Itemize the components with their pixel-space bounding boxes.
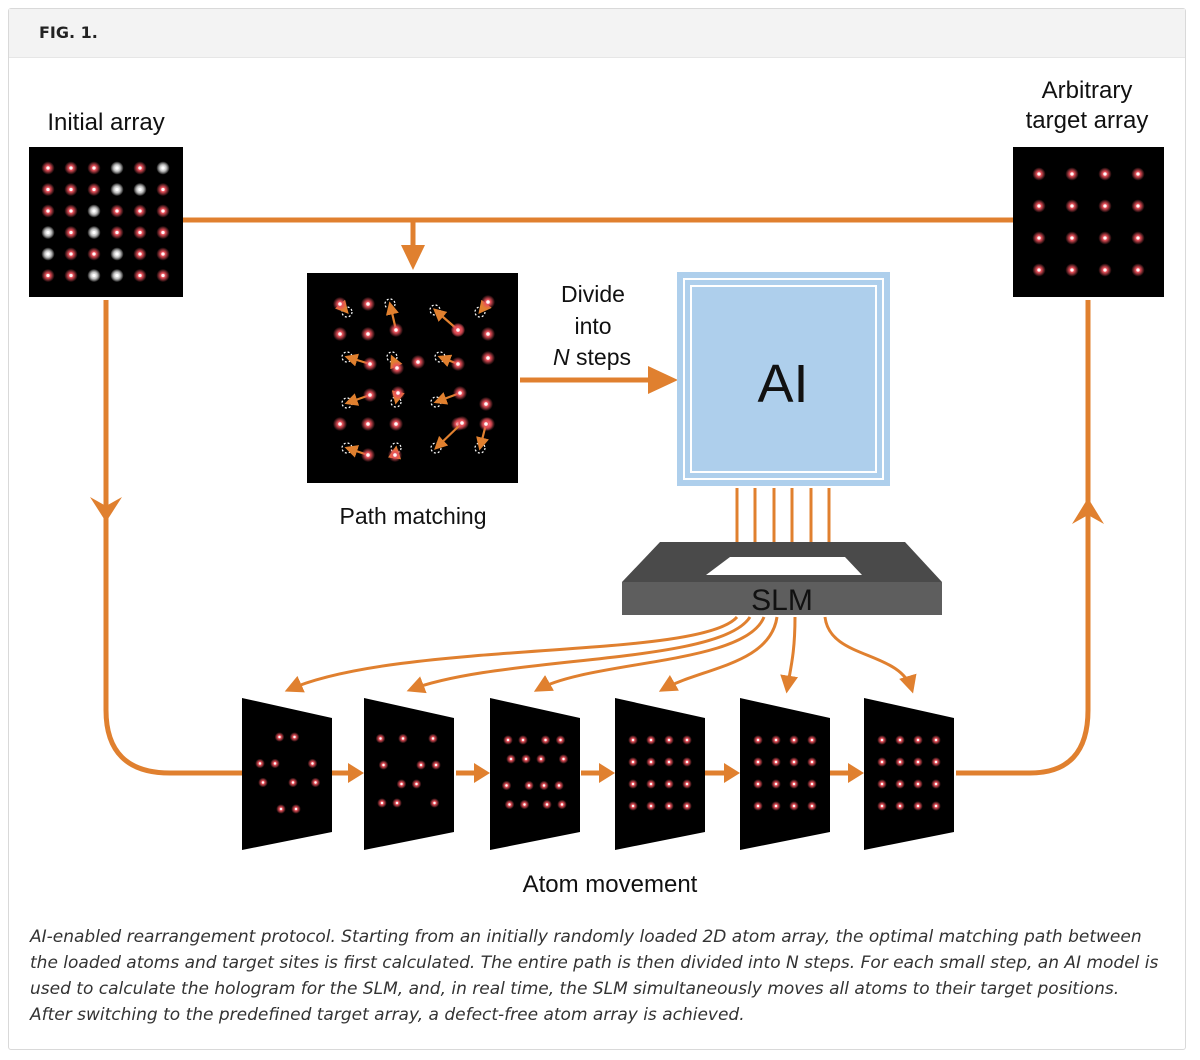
figure-header: FIG. 1. [9, 9, 1185, 58]
right-loop-line [956, 300, 1091, 776]
target-site-marker [341, 306, 353, 318]
figure-card: FIG. 1. [8, 8, 1186, 1050]
protocol-diagram: Initial array Arbitrary target array Pat… [29, 77, 1164, 898]
atom-movement-label: Atom movement [523, 871, 698, 898]
divide-label-line3: N steps [553, 344, 631, 370]
initial-array-atoms [41, 161, 170, 283]
movement-frame [490, 698, 580, 850]
movement-frame [615, 698, 705, 850]
slm-to-frames-arrows [284, 615, 917, 694]
frame-arrowhead [724, 763, 740, 783]
target-array-label-line2: target array [1026, 107, 1149, 134]
divide-label-line2: into [574, 313, 611, 339]
frame-arrowhead [348, 763, 364, 783]
path-matching-atoms [332, 294, 496, 463]
slm-label: SLM [751, 584, 813, 617]
target-array-panel [1013, 147, 1164, 297]
to-ai-arrowhead [648, 366, 678, 394]
figure-label: FIG. 1. [39, 23, 98, 42]
frame-arrowhead [474, 763, 490, 783]
right-loop-arrowhead [1072, 498, 1104, 524]
flow-arrowheads [90, 245, 1104, 524]
movement-frame [242, 698, 332, 850]
down-arrowhead [401, 245, 425, 270]
ai-block: AI [677, 272, 890, 486]
frame-arrowhead [599, 763, 615, 783]
path-matching-panel [307, 273, 518, 483]
slm-device: SLM [622, 542, 942, 617]
target-array-atoms [1032, 167, 1145, 277]
divide-n-variable: N [553, 344, 570, 370]
divide-steps-text: steps [570, 344, 631, 370]
divide-label-line1: Divide [561, 281, 625, 307]
left-loop-line [103, 300, 242, 776]
initial-array-label: Initial array [47, 109, 164, 136]
ai-label: AI [757, 354, 808, 414]
figure-caption: AI-enabled rearrangement protocol. Start… [30, 927, 1159, 1025]
movement-frame [740, 698, 830, 850]
frame-arrowhead [848, 763, 864, 783]
initial-array-panel [29, 147, 183, 297]
frame-step-arrows [332, 763, 864, 783]
movement-frame [364, 698, 454, 850]
path-matching-label: Path matching [339, 503, 486, 529]
movement-frame [864, 698, 954, 850]
left-loop-arrowhead [90, 497, 122, 522]
atom-movement-frames [242, 698, 954, 850]
target-array-label-line1: Arbitrary [1042, 77, 1133, 104]
